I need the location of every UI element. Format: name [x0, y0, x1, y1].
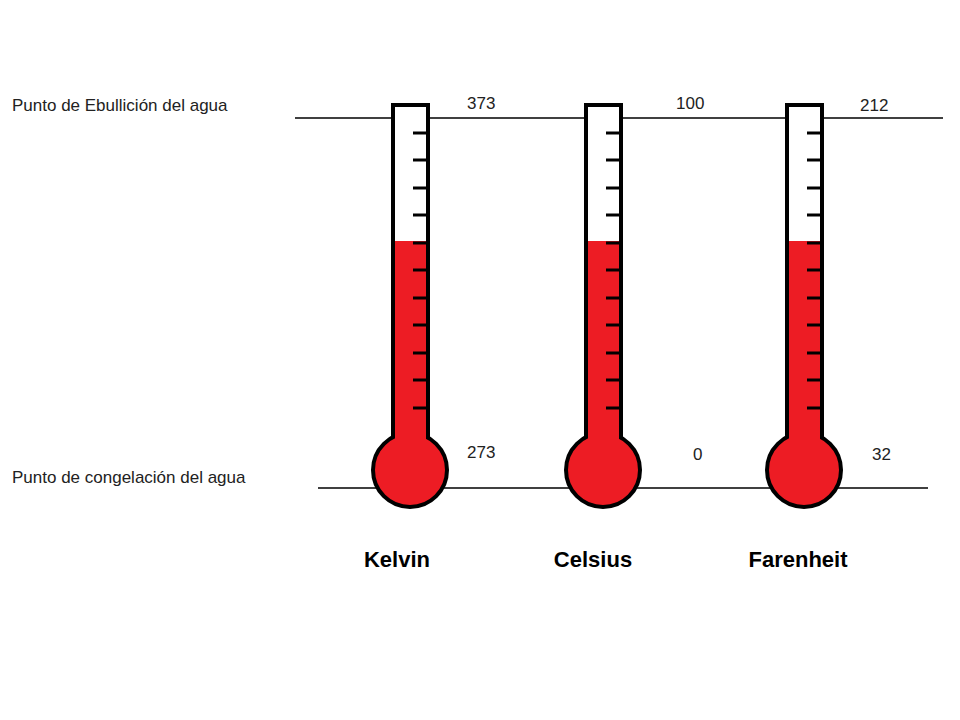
- scale-name: Kelvin: [364, 547, 430, 572]
- label-holder: 373: [467, 94, 495, 114]
- scale-value: 0: [693, 445, 702, 464]
- label-holder: Farenheit: [748, 547, 847, 573]
- kelvin-thermometer: [373, 105, 447, 507]
- label-holder: 0: [693, 445, 702, 465]
- reference-label: Punto de Ebullición del agua: [12, 96, 228, 115]
- label-holder: Punto de congelación del agua: [12, 468, 245, 488]
- celsius-thermometer: [566, 105, 640, 507]
- label-holder: Celsius: [554, 547, 632, 573]
- label-holder: 273: [467, 443, 495, 463]
- fahrenheit-thermometer: [767, 105, 841, 507]
- label-holder: 212: [860, 96, 888, 116]
- scale-value: 273: [467, 443, 495, 462]
- scale-value: 212: [860, 96, 888, 115]
- label-holder: 32: [872, 445, 891, 465]
- scale-value: 32: [872, 445, 891, 464]
- scale-value: 373: [467, 94, 495, 113]
- label-holder: Punto de Ebullición del agua: [12, 96, 228, 116]
- scale-value: 100: [676, 94, 704, 113]
- label-holder: Kelvin: [364, 547, 430, 573]
- scale-name: Celsius: [554, 547, 632, 572]
- reference-label: Punto de congelación del agua: [12, 468, 245, 487]
- scale-name: Farenheit: [748, 547, 847, 572]
- label-holder: 100: [676, 94, 704, 114]
